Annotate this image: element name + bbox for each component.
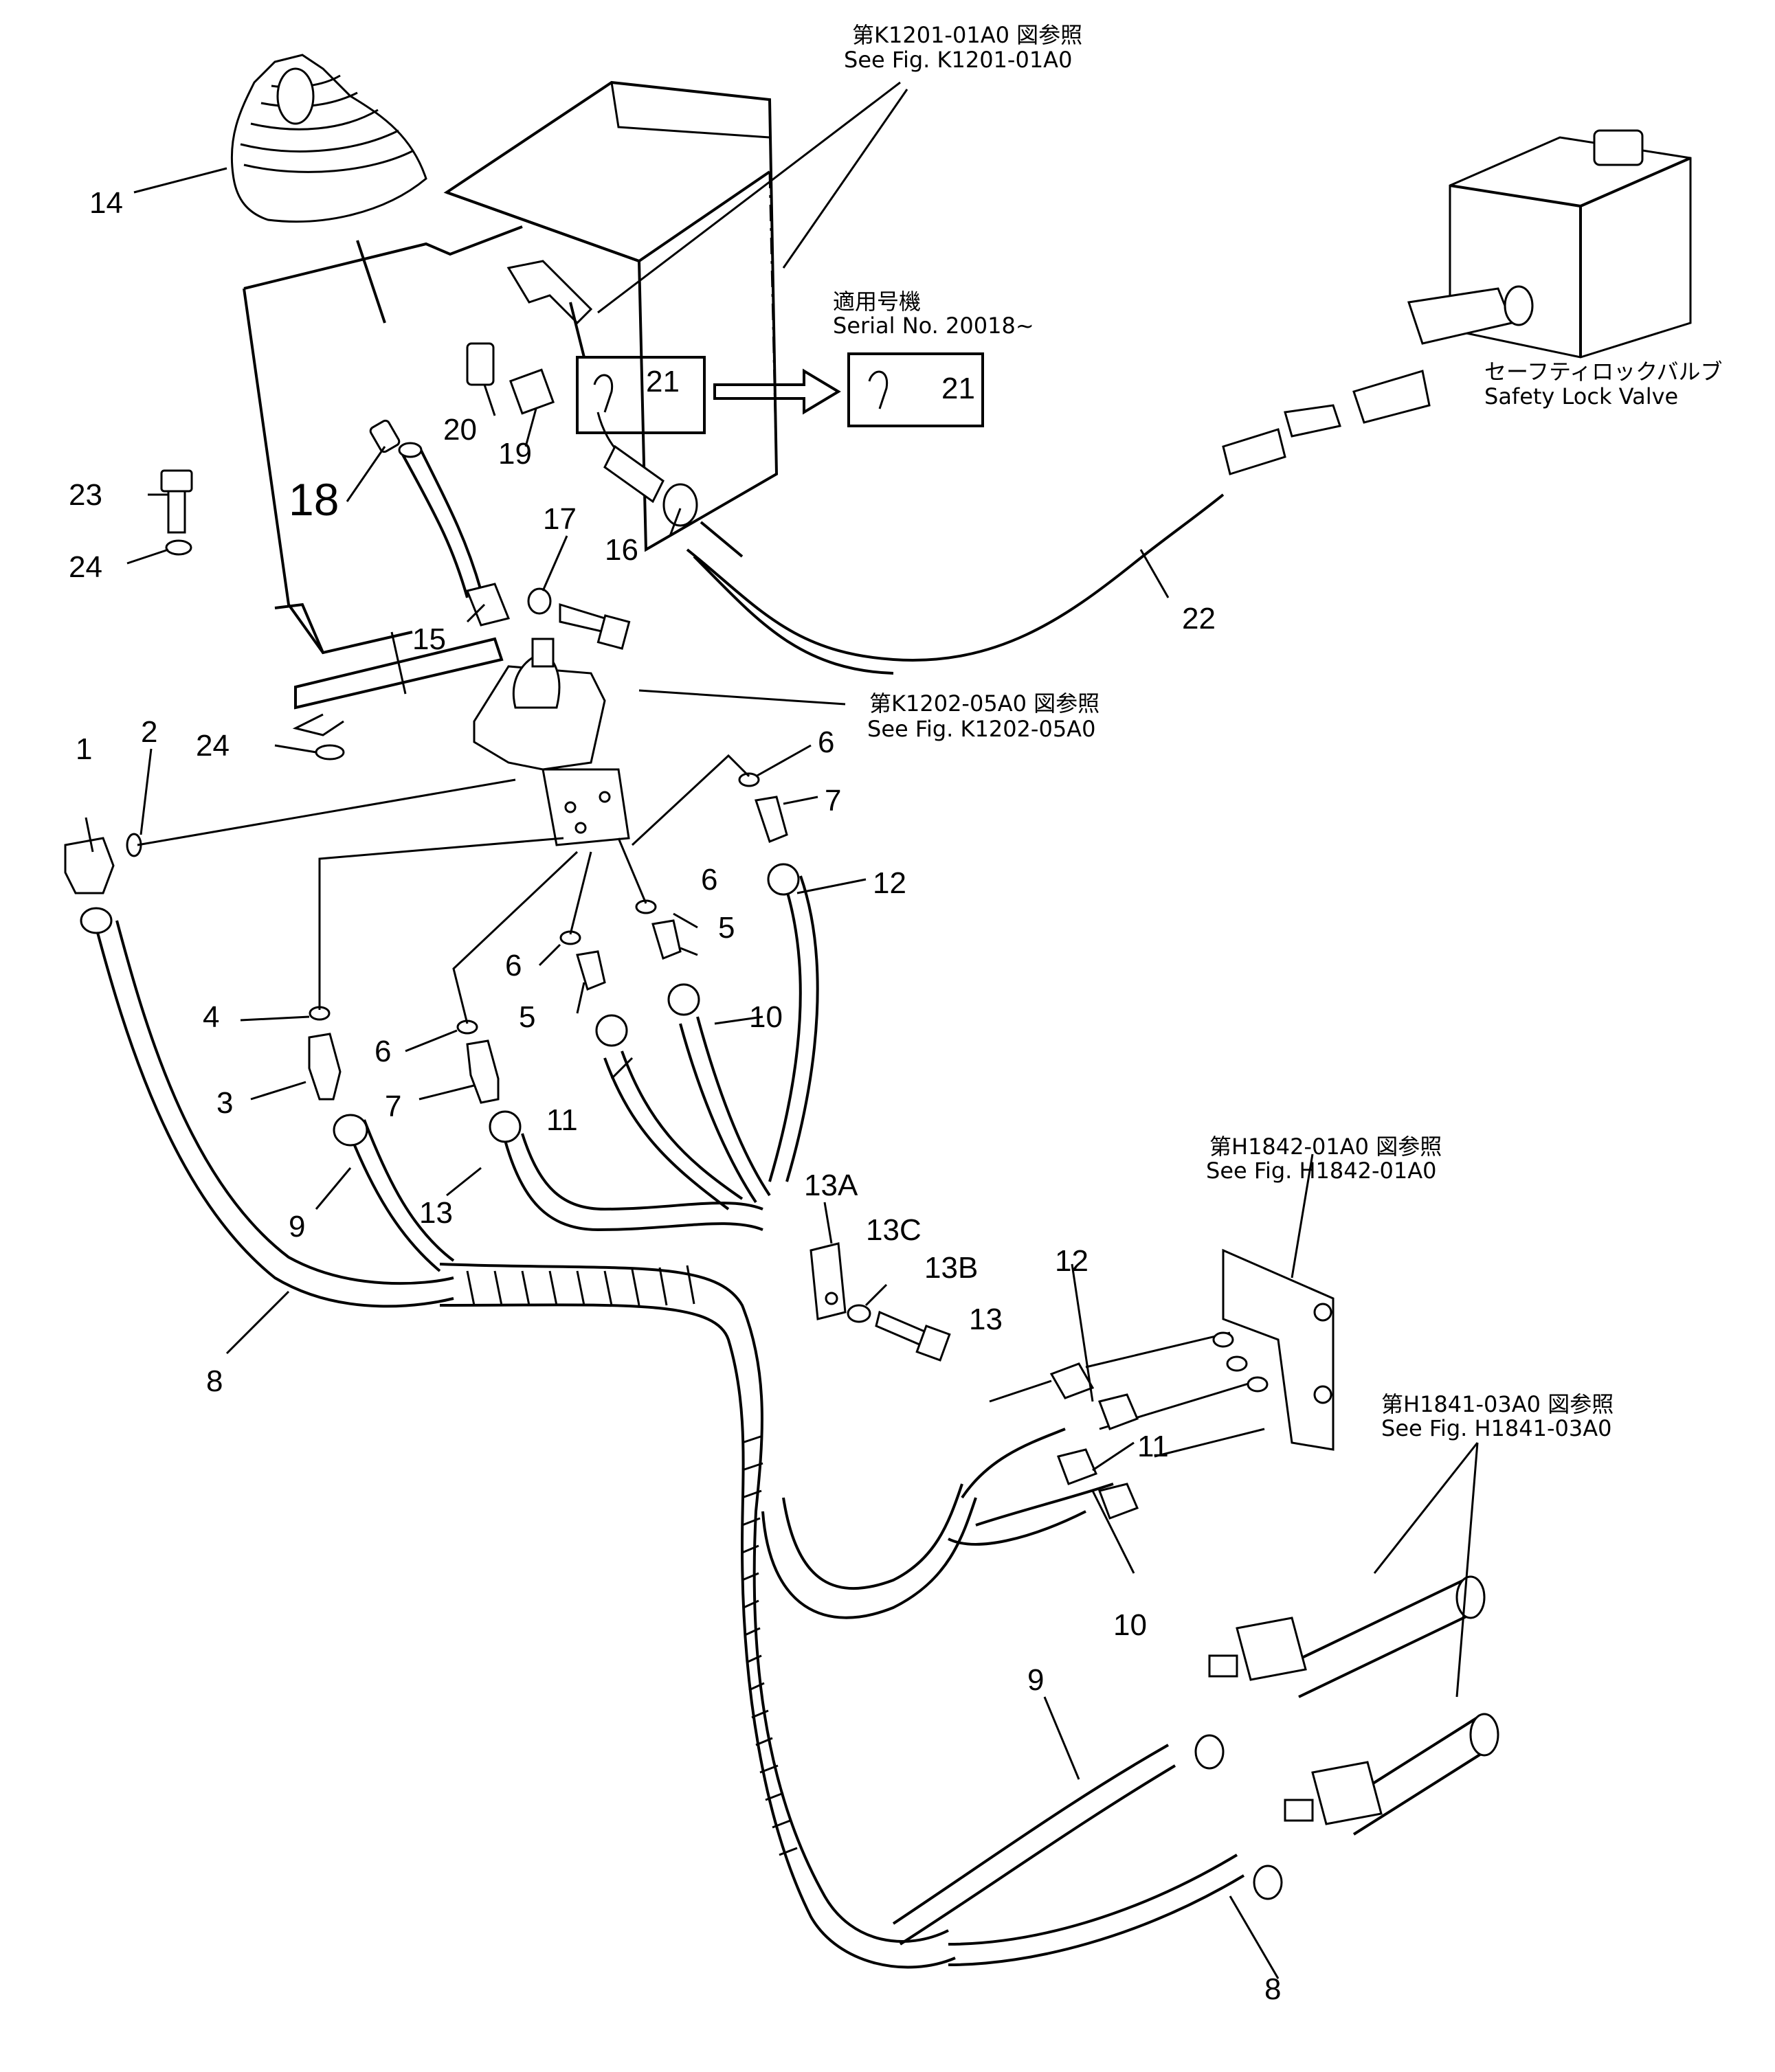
part-label-6-top: 6 xyxy=(818,725,834,759)
reference-notes: 第K1201-01A0 図参照 See Fig. K1201-01A0 適用号機… xyxy=(833,22,1723,1441)
part-label-12-top: 12 xyxy=(873,866,906,900)
part-label-6-low: 6 xyxy=(375,1035,391,1068)
part-label-21: 21 xyxy=(646,365,680,398)
part-label-19: 19 xyxy=(498,437,532,471)
pilot-control-valve xyxy=(473,638,630,846)
ref-k1201-en: See Fig. K1201-01A0 xyxy=(844,47,1072,73)
part-label-3: 3 xyxy=(216,1086,233,1120)
part-label-9-top: 9 xyxy=(289,1210,305,1243)
lever-stand-bracket xyxy=(243,225,523,736)
part-label-4: 4 xyxy=(203,1000,219,1034)
part-label-11-top: 11 xyxy=(546,1103,578,1137)
control-console-box xyxy=(443,80,779,552)
part-label-20: 20 xyxy=(443,413,477,447)
hose-bundle xyxy=(95,875,1245,1969)
part-label-21-serial: 21 xyxy=(941,372,975,405)
part-label-5-right: 5 xyxy=(718,911,735,945)
lock-cable xyxy=(603,444,1225,675)
part-label-13A: 13A xyxy=(804,1169,858,1202)
safety-lock-valve-jp: セーフティロックバルブ xyxy=(1484,359,1723,385)
rubber-boot xyxy=(230,54,427,223)
bolt-23 xyxy=(160,469,345,761)
ref-h1842-en: See Fig. H1842-01A0 xyxy=(1206,1158,1437,1184)
safety-lock-valve-en: Safety Lock Valve xyxy=(1484,383,1678,409)
part-label-5-left: 5 xyxy=(519,1000,535,1034)
ref-k1202-en: See Fig. K1202-05A0 xyxy=(867,716,1095,742)
part-label-1: 1 xyxy=(76,732,92,766)
port-block xyxy=(1049,1248,1335,1520)
part-number-labels: 14 23 24 18 20 19 21 21 17 16 15 22 24 1… xyxy=(69,186,1281,2006)
ref-h1841-jp: 第H1841-03A0 図参照 xyxy=(1381,1391,1614,1417)
part-label-24-lower: 24 xyxy=(196,729,230,763)
part-label-7-low: 7 xyxy=(385,1090,401,1123)
part-label-13-top: 13 xyxy=(419,1196,453,1230)
ref-h1841-en: See Fig. H1841-03A0 xyxy=(1381,1415,1612,1441)
leader-lines xyxy=(85,81,1479,1979)
part-label-6-mid: 6 xyxy=(701,863,717,897)
part-label-15: 15 xyxy=(412,622,446,656)
part-label-13-bottom: 13 xyxy=(969,1303,1003,1336)
part-label-9-bottom: 9 xyxy=(1027,1663,1044,1697)
part-label-13B: 13B xyxy=(924,1251,978,1285)
bolt-16 xyxy=(527,587,631,650)
cotter-pin-boxes xyxy=(576,352,984,434)
part-label-10-bottom: 10 xyxy=(1113,1608,1147,1642)
part-label-24: 24 xyxy=(69,550,102,584)
part-label-17: 17 xyxy=(543,502,577,536)
part-label-14: 14 xyxy=(89,186,123,220)
part-label-11-bottom: 11 xyxy=(1137,1430,1169,1463)
safety-lock-valve xyxy=(1222,129,1692,475)
part-label-13C: 13C xyxy=(866,1213,922,1247)
ref-h1842-jp: 第H1842-01A0 図参照 xyxy=(1209,1134,1442,1160)
part-label-22: 22 xyxy=(1182,602,1216,635)
lower-valves xyxy=(1194,1575,1499,1900)
part-label-23: 23 xyxy=(69,478,102,512)
serial-jp: 適用号機 xyxy=(833,289,921,315)
part-label-18: 18 xyxy=(289,474,339,525)
lever-rod xyxy=(369,419,511,627)
part-label-8-top: 8 xyxy=(206,1364,223,1398)
hose-fittings-upper xyxy=(64,754,800,1147)
small-hardware-top xyxy=(466,260,634,469)
part-label-16: 16 xyxy=(605,533,638,567)
part-label-7-top: 7 xyxy=(825,784,841,818)
part-label-10-top: 10 xyxy=(749,1000,783,1034)
ref-k1201-jp: 第K1201-01A0 図参照 xyxy=(852,22,1082,48)
part-label-2: 2 xyxy=(141,715,157,749)
part-label-8-bottom: 8 xyxy=(1264,1972,1281,2006)
ref-k1202-jp: 第K1202-05A0 図参照 xyxy=(869,690,1099,717)
part-label-6-left: 6 xyxy=(505,949,522,982)
part-label-12-bottom: 12 xyxy=(1055,1244,1089,1278)
serial-en: Serial No. 20018~ xyxy=(833,313,1034,339)
